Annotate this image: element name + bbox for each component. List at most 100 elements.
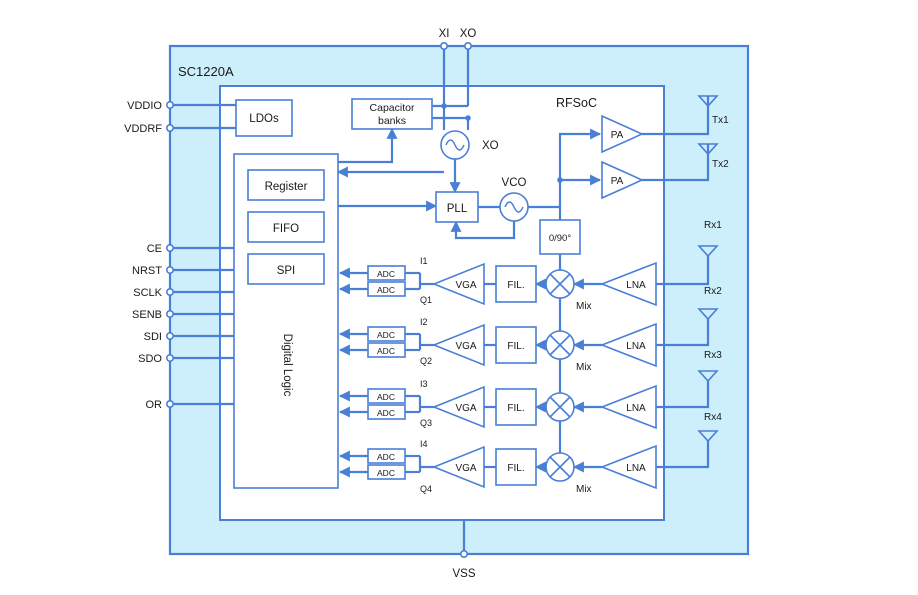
pin-nrst [166,265,175,274]
lna-label: LNA [626,463,646,474]
node [441,103,447,109]
lna-label: LNA [626,280,646,291]
sine-icon [504,201,524,213]
pa-label: PA [611,176,624,187]
chip-name: SC1220A [178,64,234,79]
pin-nrst-label: NRST [132,265,162,277]
rx4-label: Rx4 [704,412,722,423]
fifo-block [247,211,325,243]
spi-label: SPI [277,265,296,277]
rfsoc-label: RFSoC [556,96,597,110]
pin-vddio-label: VDDIO [127,100,162,112]
tx-antenna-icon [697,95,719,108]
vga-amplifier [431,445,485,489]
lna-amplifier [599,322,657,368]
q-channel-label: Q3 [420,418,432,428]
rx3-label: Rx3 [704,350,722,361]
fifo-label: FIFO [273,223,299,235]
pin-sclk [166,287,175,296]
adc-label: ADC [377,392,395,402]
pa-amplifier-1 [601,114,644,154]
ldos-block [235,99,293,137]
vga-amplifier [431,323,485,367]
mix-label: Mix [576,362,592,373]
lna-label: LNA [626,403,646,414]
adc-label: ADC [377,408,395,418]
pin-senb-label: SENB [132,309,162,321]
capacitor-banks-label-2: banks [378,115,406,127]
adc-label: ADC [377,346,395,356]
register-label: Register [265,181,308,193]
pin-or [166,399,175,408]
i-channel-label: I2 [420,317,428,327]
control-wires [170,246,234,406]
pin-ce [166,244,175,253]
pin-vddrf [166,124,175,133]
rx-chain-4: LNA Mix FIL. VGA ADC ADC I4 Q4 [338,430,719,495]
pin-vddrf-label: VDDRF [124,123,162,135]
xo-label: XO [482,140,499,152]
pin-xi-label: XI [439,28,450,40]
ldos-label: LDOs [249,113,279,125]
i-channel-label: I4 [420,439,428,449]
lna-amplifier [599,444,657,490]
pin-sdo-label: SDO [138,353,162,365]
filter-label: FIL. [507,341,524,352]
adc-label: ADC [377,285,395,295]
rx1-label: Rx1 [704,220,722,231]
filter-label: FIL. [507,280,524,291]
filter-label: FIL. [507,403,524,414]
q-channel-label: Q1 [420,295,432,305]
capacitor-banks-block [351,98,433,130]
rx-chain-1: LNA Mix FIL. VGA ADC ADC I1 Q1 [338,245,719,312]
digital-logic-label: Digital Logic [281,334,293,397]
pin-xo [463,41,472,50]
tx1-label: Tx1 [712,115,729,126]
capacitor-banks-label-1: Capacitor [370,102,415,114]
vga-label: VGA [455,463,476,474]
mix-label: Mix [576,484,592,495]
register-block [247,169,325,201]
pin-senb [166,309,175,318]
mix-label: Mix [576,301,592,312]
i-channel-label: I1 [420,256,428,266]
spi-block [247,253,325,285]
lna-amplifier [599,261,657,307]
lna-label: LNA [626,341,646,352]
adc-label: ADC [377,452,395,462]
rx-chain-3: LNA FIL. VGA ADC ADC I3 Q3 [338,370,719,430]
vga-label: VGA [455,341,476,352]
pin-sclk-label: SCLK [133,287,162,299]
rx-chain-2: LNA Mix FIL. VGA ADC ADC I2 Q2 [338,308,719,373]
pin-sdi-label: SDI [144,331,162,343]
rx2-label: Rx2 [704,286,722,297]
tx-antenna-icon [697,143,719,156]
q-channel-label: Q2 [420,356,432,366]
filter-label: FIL. [507,463,524,474]
filter-block [495,326,537,364]
pin-sdo [166,353,175,362]
pin-or-label: OR [146,399,163,411]
vga-amplifier [431,385,485,429]
phase-shifter-block [539,219,581,255]
adc-label: ADC [377,468,395,478]
pin-vss-label: VSS [452,568,475,580]
vco-label: VCO [502,177,527,189]
adc-label: ADC [377,330,395,340]
pin-sdi [166,331,175,340]
q-channel-label: Q4 [420,484,432,494]
digital-logic-block [233,153,339,489]
i-channel-label: I3 [420,379,428,389]
pa-amplifier-2 [601,160,644,200]
pin-xo-label: XO [460,28,477,40]
node [557,177,563,183]
vga-amplifier [431,262,485,306]
vga-label: VGA [455,403,476,414]
pin-ce-label: CE [147,243,162,255]
pin-xi [439,41,448,50]
pin-vss [459,549,468,558]
tx2-label: Tx2 [712,159,729,170]
vga-label: VGA [455,280,476,291]
control-signal-wires [336,127,444,212]
